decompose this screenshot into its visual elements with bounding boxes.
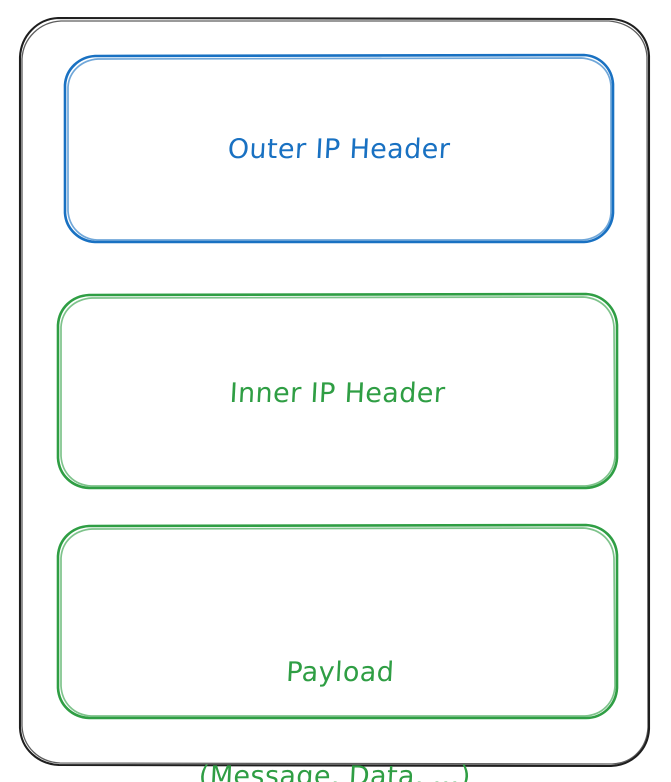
outer-ip-header-box[interactable] — [63, 53, 615, 244]
payload-box-stroke-1 — [56, 523, 619, 720]
packet-frame-stroke-2 — [21, 20, 649, 765]
packet-frame-stroke-1 — [18, 16, 651, 768]
outer-ip-header-box-stroke-1 — [63, 53, 615, 244]
inner-ip-header-box-stroke-1 — [56, 292, 619, 490]
packet-frame[interactable] — [18, 16, 651, 768]
payload-box[interactable] — [56, 523, 619, 720]
inner-ip-header-box-stroke-2 — [60, 296, 616, 487]
inner-ip-header-box[interactable] — [56, 292, 619, 490]
payload-box-stroke-2 — [60, 527, 616, 717]
outer-ip-header-box-stroke-2 — [67, 57, 612, 241]
